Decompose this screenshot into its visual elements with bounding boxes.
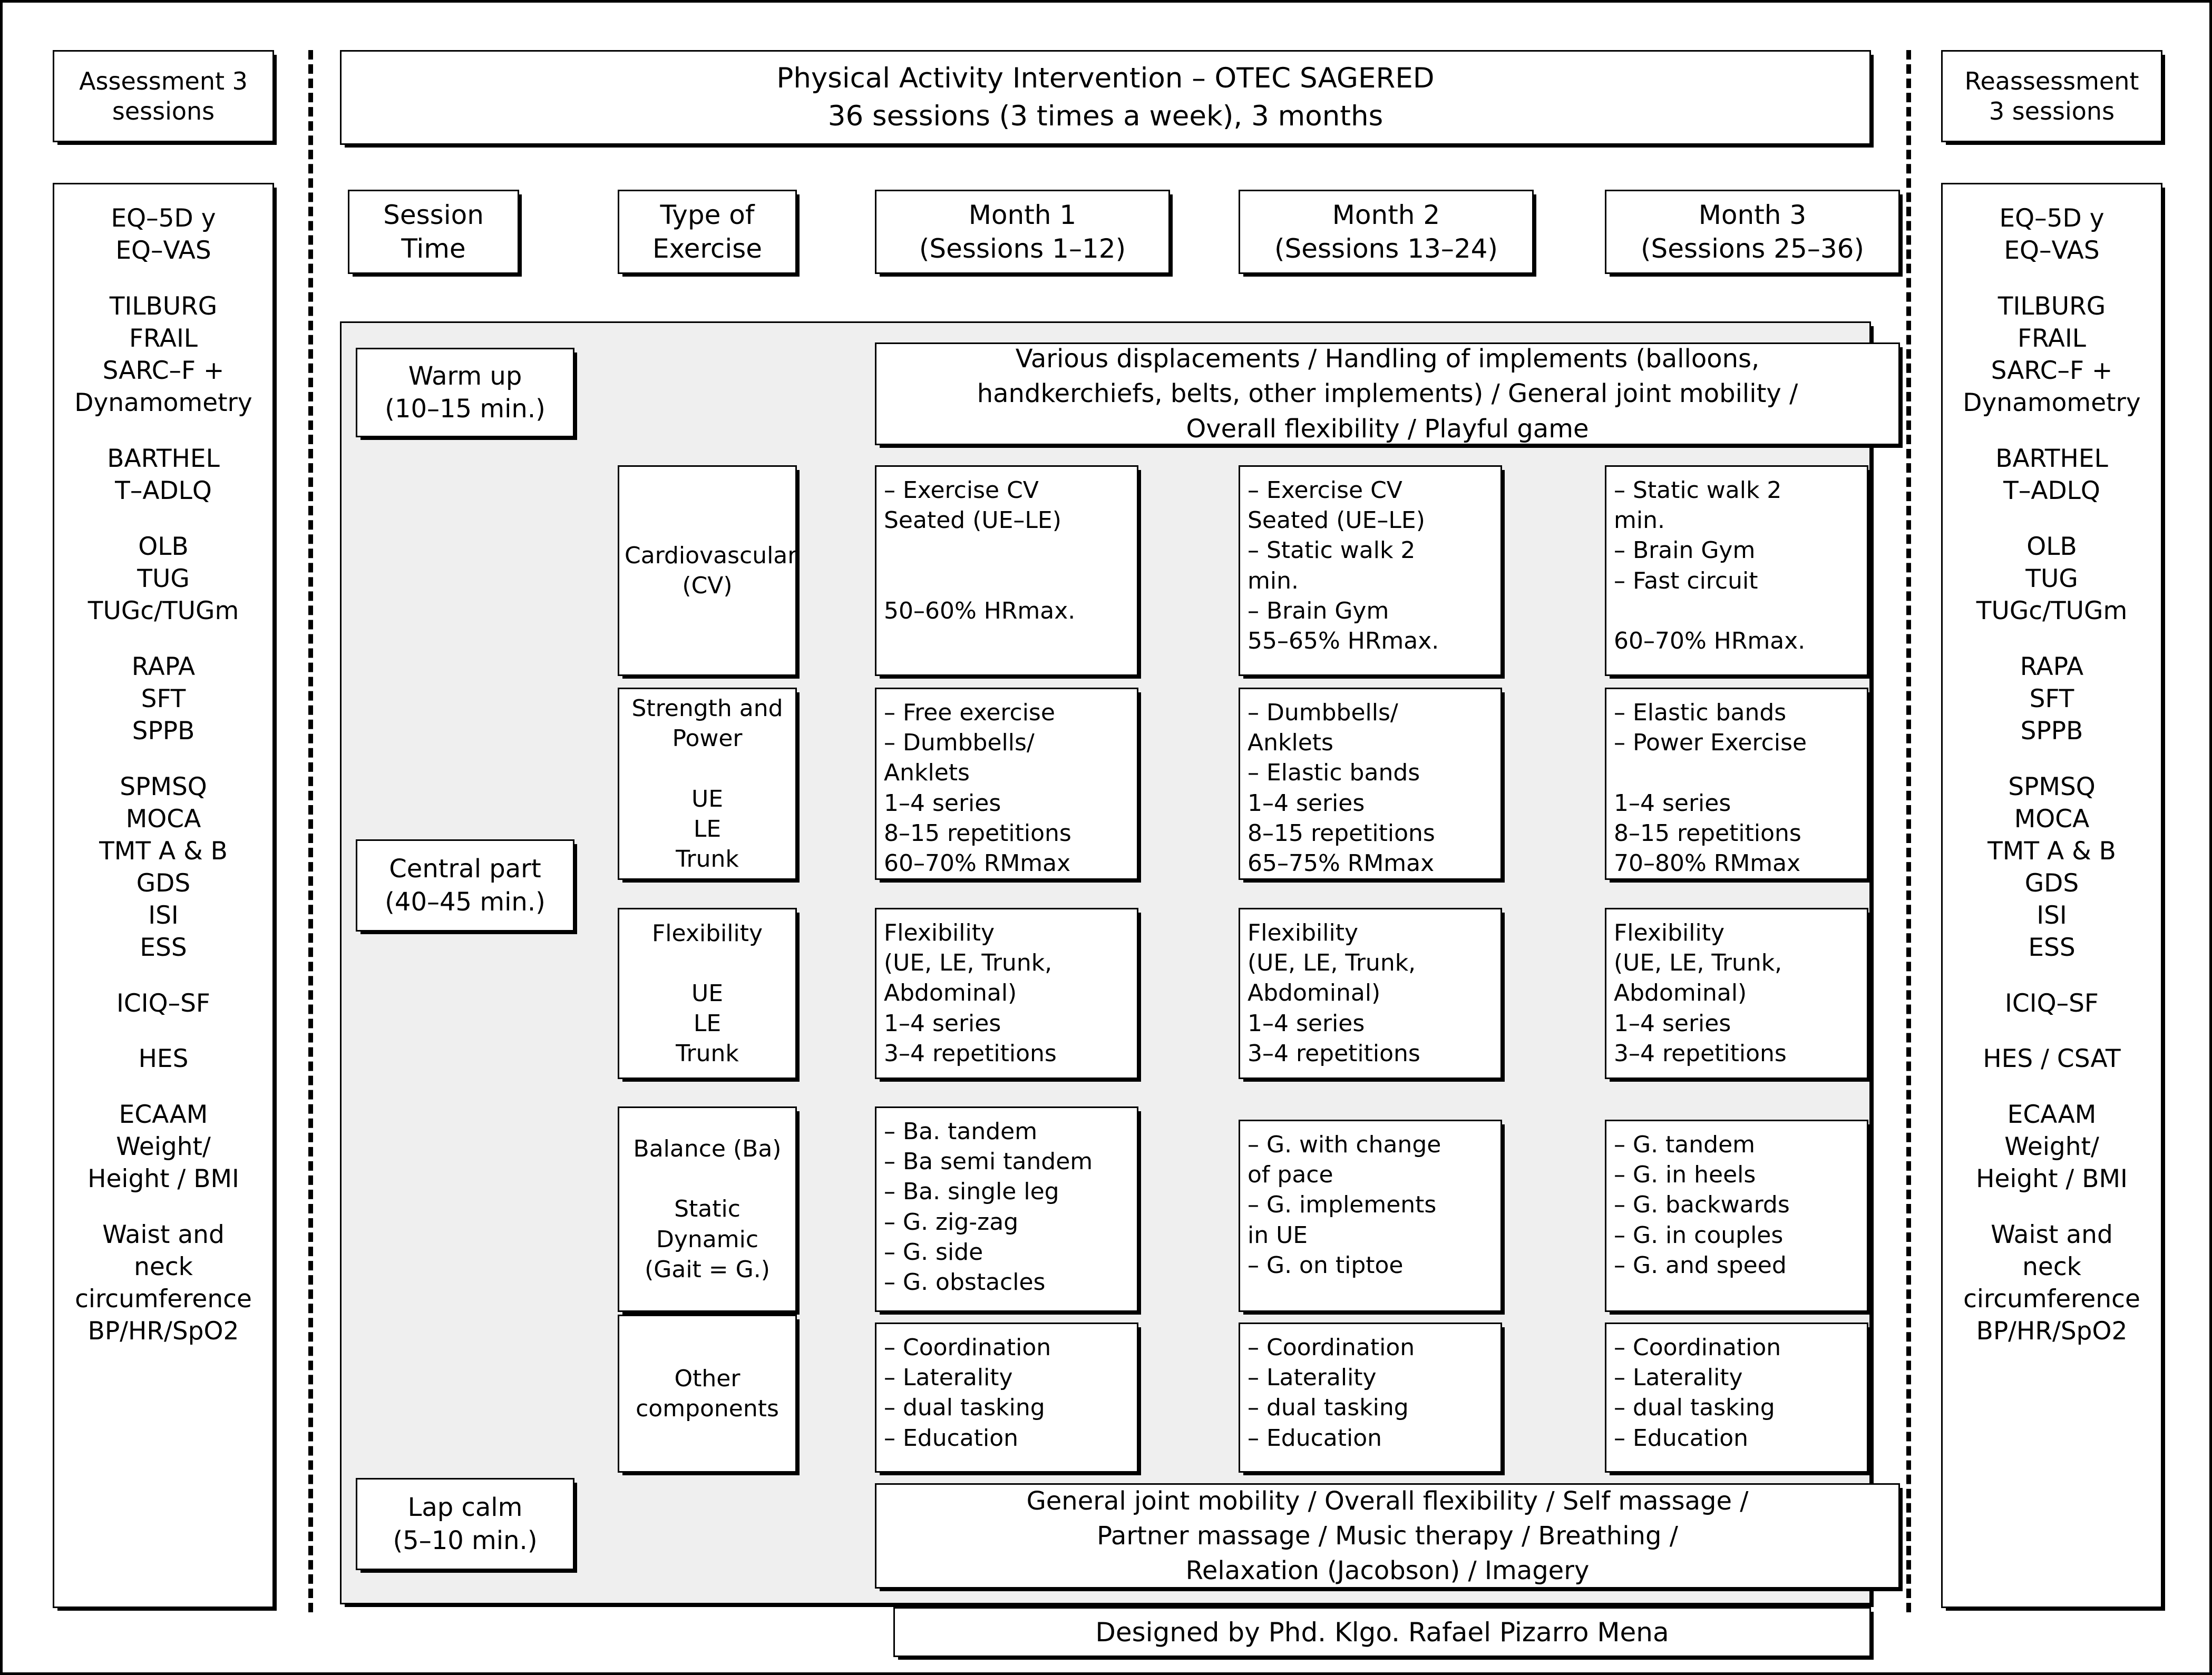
footer-credit: Designed by Phd. Klgo. Rafael Pizarro Me… bbox=[893, 1607, 1871, 1657]
divider-left-dashed bbox=[308, 50, 313, 1612]
cell-flexibility-month-3-text: Flexibility(UE, LE, Trunk,Abdominal)1–4 … bbox=[1614, 919, 1787, 1067]
cell-flexibility-month-1-text: Flexibility(UE, LE, Trunk,Abdominal)1–4 … bbox=[884, 919, 1057, 1067]
lap-calm-content: General joint mobility / Overall flexibi… bbox=[875, 1483, 1900, 1589]
period-central-part: Central part(40–45 min.) bbox=[356, 839, 574, 932]
cell-balance-month-1: – Ba. tandem– Ba semi tandem– Ba. single… bbox=[875, 1106, 1138, 1312]
assessment-right-item-7: HES / CSAT bbox=[1983, 1044, 2121, 1074]
exercise-type-cardiovascular-text: Cardiovascular(CV) bbox=[625, 542, 797, 599]
period-central-part-text: Central part(40–45 min.) bbox=[385, 854, 545, 917]
warm-up-content: Various displacements / Handling of impl… bbox=[875, 342, 1900, 445]
cell-balance-month-1-text: – Ba. tandem– Ba semi tandem– Ba. single… bbox=[884, 1118, 1093, 1296]
cell-flexibility-month-3: Flexibility(UE, LE, Trunk,Abdominal)1–4 … bbox=[1605, 908, 1868, 1079]
column-header-month-3-text: Month 3(Sessions 25–36) bbox=[1641, 200, 1864, 264]
exercise-type-cardiovascular: Cardiovascular(CV) bbox=[618, 465, 797, 676]
column-header-session-time: Session Time bbox=[348, 190, 519, 274]
lap-calm-content-text: General joint mobility / Overall flexibi… bbox=[1026, 1486, 1749, 1586]
period-lap-calm: Lap calm(5–10 min.) bbox=[356, 1478, 574, 1570]
cell-other-month-3-text: – Coordination– Laterality– dual tasking… bbox=[1614, 1334, 1781, 1452]
column-header-month-1-text: Month 1(Sessions 1–12) bbox=[919, 200, 1126, 264]
cell-other-month-1-text: – Coordination– Laterality– dual tasking… bbox=[884, 1334, 1051, 1452]
cell-other-month-3: – Coordination– Laterality– dual tasking… bbox=[1605, 1323, 1868, 1473]
column-header-session-time-text: Session Time bbox=[383, 200, 484, 264]
warm-up-content-text: Various displacements / Handling of impl… bbox=[977, 344, 1798, 444]
assessment-left-item-6: ICIQ–SF bbox=[116, 988, 210, 1018]
cell-other-month-1: – Coordination– Laterality– dual tasking… bbox=[875, 1323, 1138, 1473]
column-header-month-2-text: Month 2(Sessions 13–24) bbox=[1274, 200, 1498, 264]
column-header-month-3: Month 3(Sessions 25–36) bbox=[1605, 190, 1900, 274]
period-warm-up: Warm up(10–15 min.) bbox=[356, 348, 574, 437]
main-title-box: Physical Activity Intervention – OTEC SA… bbox=[340, 50, 1871, 145]
cell-balance-month-3-text: – G. tandem– G. in heels– G. backwards– … bbox=[1614, 1131, 1790, 1279]
assessment-left-item-7: HES bbox=[138, 1044, 189, 1074]
cell-balance-month-3: – G. tandem– G. in heels– G. backwards– … bbox=[1605, 1120, 1868, 1312]
column-header-month-2: Month 2(Sessions 13–24) bbox=[1239, 190, 1534, 274]
column-header-month-1: Month 1(Sessions 1–12) bbox=[875, 190, 1170, 274]
footer-credit-text: Designed by Phd. Klgo. Rafael Pizarro Me… bbox=[1095, 1617, 1669, 1648]
divider-right-dashed bbox=[1906, 50, 1911, 1612]
cell-flexibility-month-1: Flexibility(UE, LE, Trunk,Abdominal)1–4 … bbox=[875, 908, 1138, 1079]
period-lap-calm-text: Lap calm(5–10 min.) bbox=[393, 1493, 538, 1555]
cell-other-month-2: – Coordination– Laterality– dual tasking… bbox=[1239, 1323, 1502, 1473]
main-title-text: Physical Activity Intervention – OTEC SA… bbox=[776, 62, 1435, 132]
assessment-right-item-6: ICIQ–SF bbox=[2005, 988, 2099, 1018]
cell-flexibility-month-2-text: Flexibility(UE, LE, Trunk,Abdominal)1–4 … bbox=[1248, 919, 1420, 1067]
period-warm-up-text: Warm up(10–15 min.) bbox=[385, 361, 545, 424]
cell-flexibility-month-2: Flexibility(UE, LE, Trunk,Abdominal)1–4 … bbox=[1239, 908, 1502, 1079]
cell-other-month-2-text: – Coordination– Laterality– dual tasking… bbox=[1248, 1334, 1415, 1452]
